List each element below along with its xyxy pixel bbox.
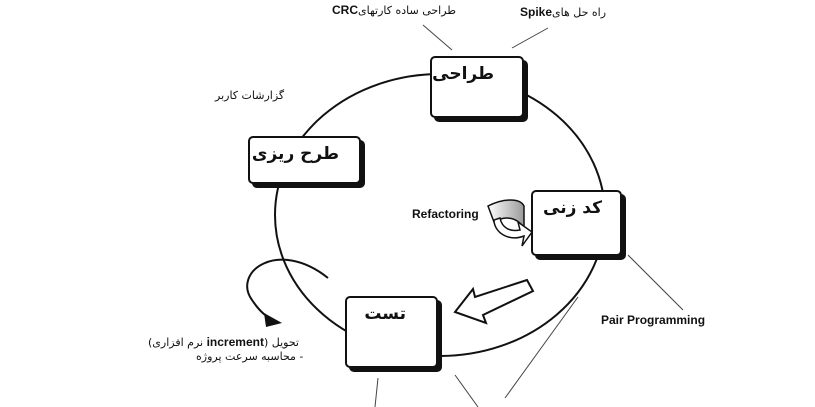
spike-annotation: راه حل هایSpike (520, 5, 607, 20)
test-bottom-line-2 (454, 374, 479, 407)
crc-annotation-text: طراحی ساده کارتهای (358, 4, 457, 17)
design-stage-box: طراحی (430, 56, 524, 118)
crc-leader-line (422, 24, 453, 51)
test-stage-box: تست (345, 296, 438, 368)
crc-annotation: طراحی ساده کارتهایCRC (332, 3, 457, 18)
delivery-arrowhead (264, 313, 282, 327)
design-stage-label: طراحی (432, 64, 494, 84)
pair-bottom-line (504, 296, 579, 399)
test-stage-label: تست (364, 304, 406, 324)
spike-annotation-text: راه حل های (552, 6, 607, 19)
user-stories-annotation: گزارشات کاربر (215, 89, 285, 102)
delivery-prefix: تحویل ( (263, 336, 299, 349)
test-bottom-line-1 (374, 377, 379, 407)
coding-stage-box: کد زنی (531, 190, 622, 256)
pair-programming-annotation: Pair Programming (601, 313, 706, 327)
velocity-annotation: - محاسبه سرعت پروژه (196, 350, 304, 363)
delivery-annotation: تحویل (increment نرم افزاری) (148, 335, 299, 350)
coding-to-test-block-arrow (453, 278, 535, 325)
delivery-suffix: نرم افزاری) (148, 336, 204, 349)
refactoring-arc-head (493, 217, 534, 247)
pair-programming-leader-line (627, 254, 684, 311)
coding-stage-label: کد زنی (543, 198, 602, 218)
planning-stage-label: طرح ریزی (251, 144, 339, 164)
spike-leader-line (511, 27, 549, 49)
planning-stage-box: طرح ریزی (248, 136, 361, 184)
delivery-term: increment (206, 335, 264, 349)
refactoring-annotation: Refactoring (412, 207, 479, 221)
spike-term: Spike (520, 5, 553, 19)
crc-term: CRC (332, 3, 358, 17)
